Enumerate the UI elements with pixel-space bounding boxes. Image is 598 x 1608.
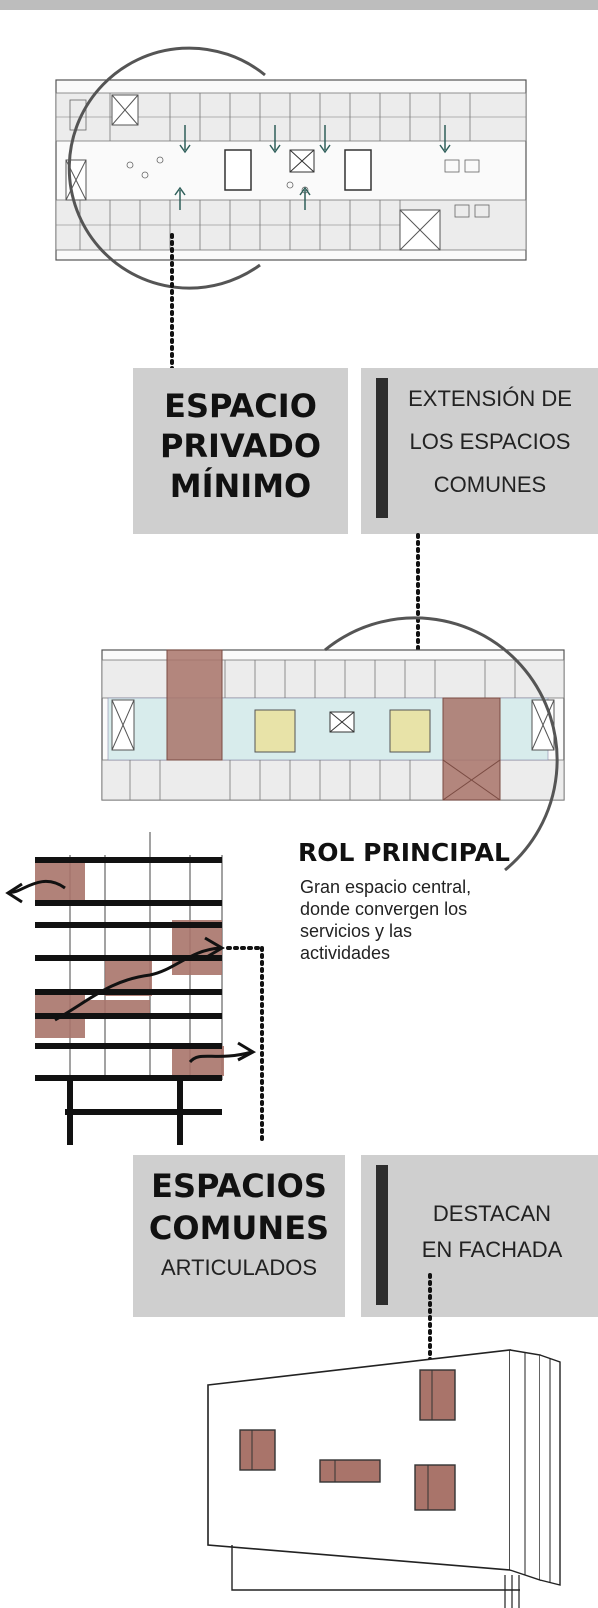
label-articulados: ARTICULADOS xyxy=(160,1255,318,1280)
accent-bar-1 xyxy=(376,378,388,518)
rol-desc-line4: actividades xyxy=(300,943,391,963)
label-espacio: ESPACIO xyxy=(164,387,317,425)
rol-desc-line3: servicios y las xyxy=(300,921,413,941)
label-en-fachada: EN FACHADA xyxy=(421,1237,563,1262)
label-minimo: MÍNIMO xyxy=(169,467,312,505)
label-box-private xyxy=(133,368,348,534)
label-comunes: COMUNES xyxy=(148,1209,330,1247)
label-espacios: ESPACIOS xyxy=(151,1167,327,1205)
rol-principal-title: ROL PRINCIPAL xyxy=(298,838,510,867)
label-box-comunes xyxy=(133,1155,345,1317)
accent-bar-2 xyxy=(376,1165,388,1305)
label-box-fachada xyxy=(361,1155,598,1317)
label-extension-line1: EXTENSIÓN DE xyxy=(408,386,572,411)
label-destacan: DESTACAN xyxy=(432,1201,552,1226)
top-strip xyxy=(0,0,598,10)
rol-desc-line2: donde convergen los xyxy=(300,899,468,919)
label-extension-line3: COMUNES xyxy=(433,472,547,497)
label-privado: PRIVADO xyxy=(159,427,322,465)
rol-desc-line1: Gran espacio central, xyxy=(300,877,472,897)
label-extension-line2: LOS ESPACIOS xyxy=(409,429,571,454)
label-box-extension xyxy=(361,368,598,534)
